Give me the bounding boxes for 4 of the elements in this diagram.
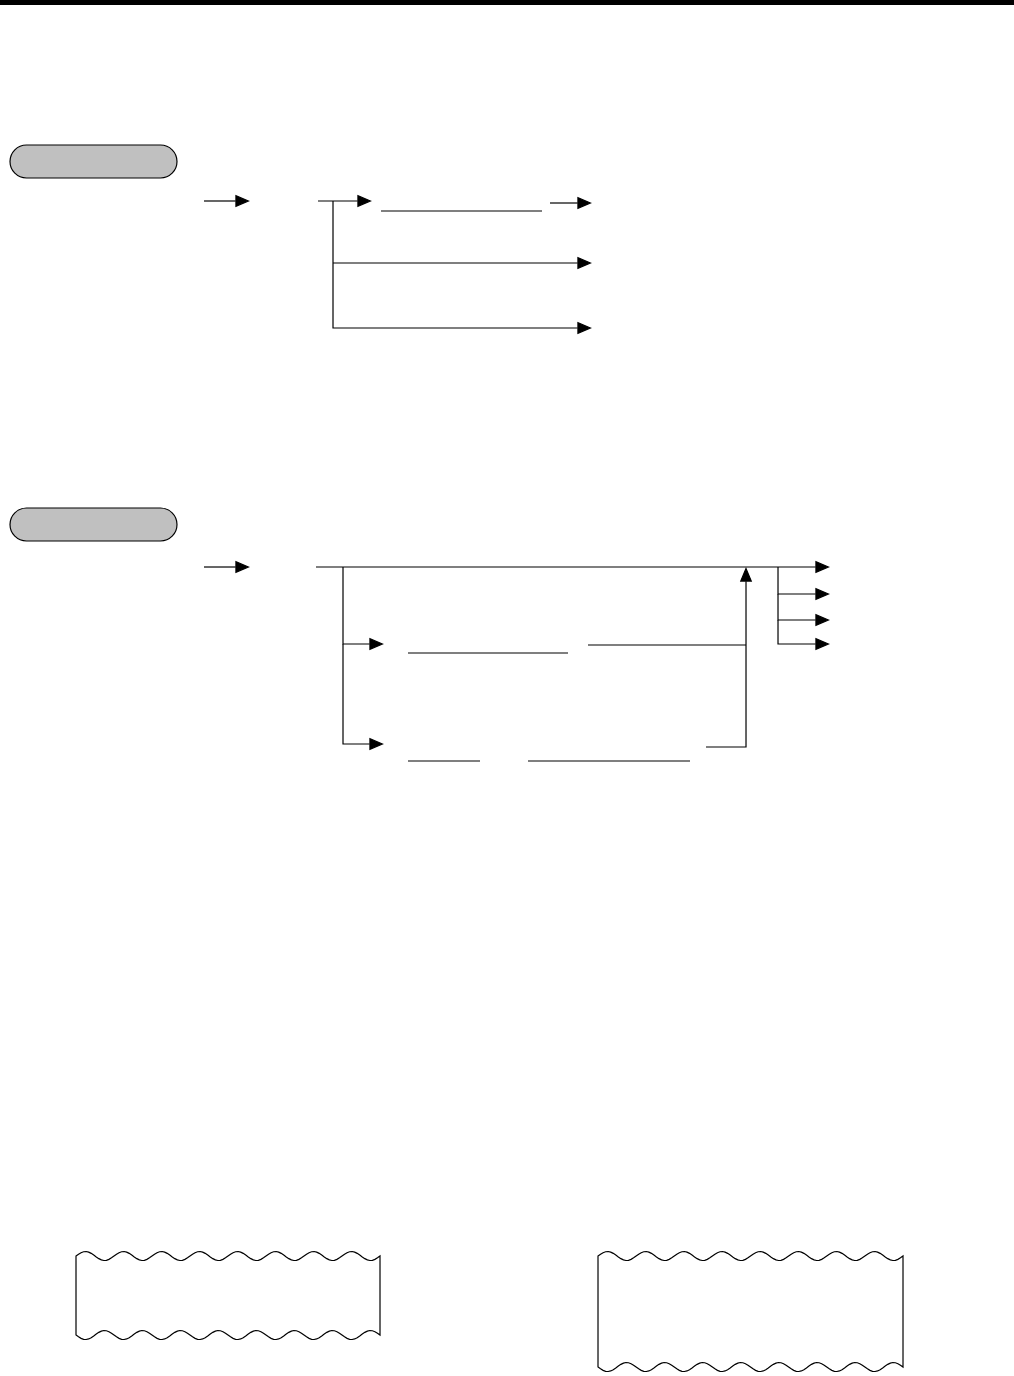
pill-box [9, 144, 178, 179]
paper-tape [75, 1250, 381, 1341]
pill-box [9, 507, 178, 542]
paper-tape [597, 1250, 904, 1373]
